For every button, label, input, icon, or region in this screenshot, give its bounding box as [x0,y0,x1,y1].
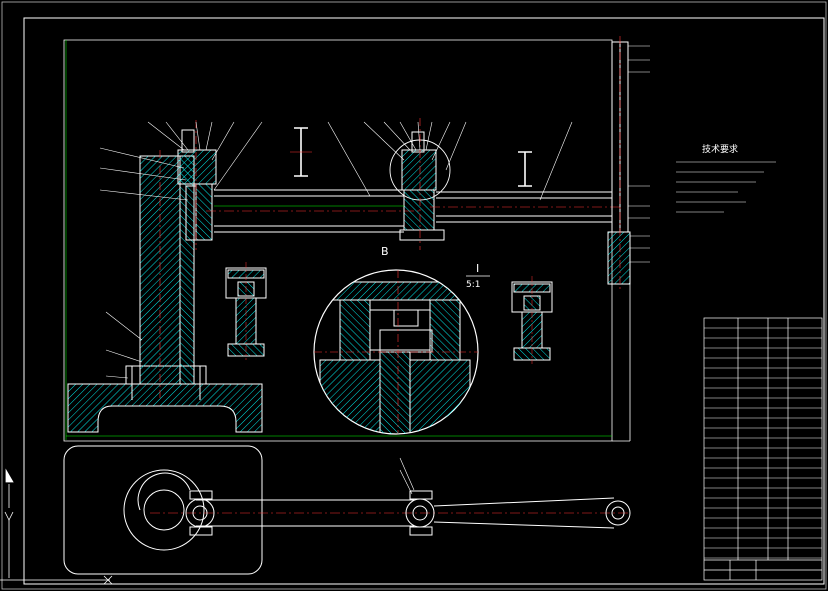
section-view-right [511,276,553,364]
orientation-marker [0,468,113,585]
section-view-left [225,262,267,360]
technical-notes: 技术要求 [676,143,776,213]
detail-view-circle: B I 5:1 [313,245,490,435]
arm-1 [206,127,420,233]
notes-heading: 技术要求 [702,143,738,155]
arm-2 [430,151,620,223]
dimensions [65,40,612,440]
elbow-joint [389,118,451,250]
vertical-column [139,150,195,400]
front-view [63,36,650,442]
title-block [703,317,823,581]
detail-callout-label: B [381,245,389,258]
part-leaders [99,45,650,379]
top-view [63,445,631,575]
shoulder-joint [177,120,217,250]
section-scale: 5:1 [466,280,480,290]
bom-rows [704,327,822,559]
section-label: I [476,262,479,275]
base-block [67,365,263,433]
end-shaft [607,36,631,290]
